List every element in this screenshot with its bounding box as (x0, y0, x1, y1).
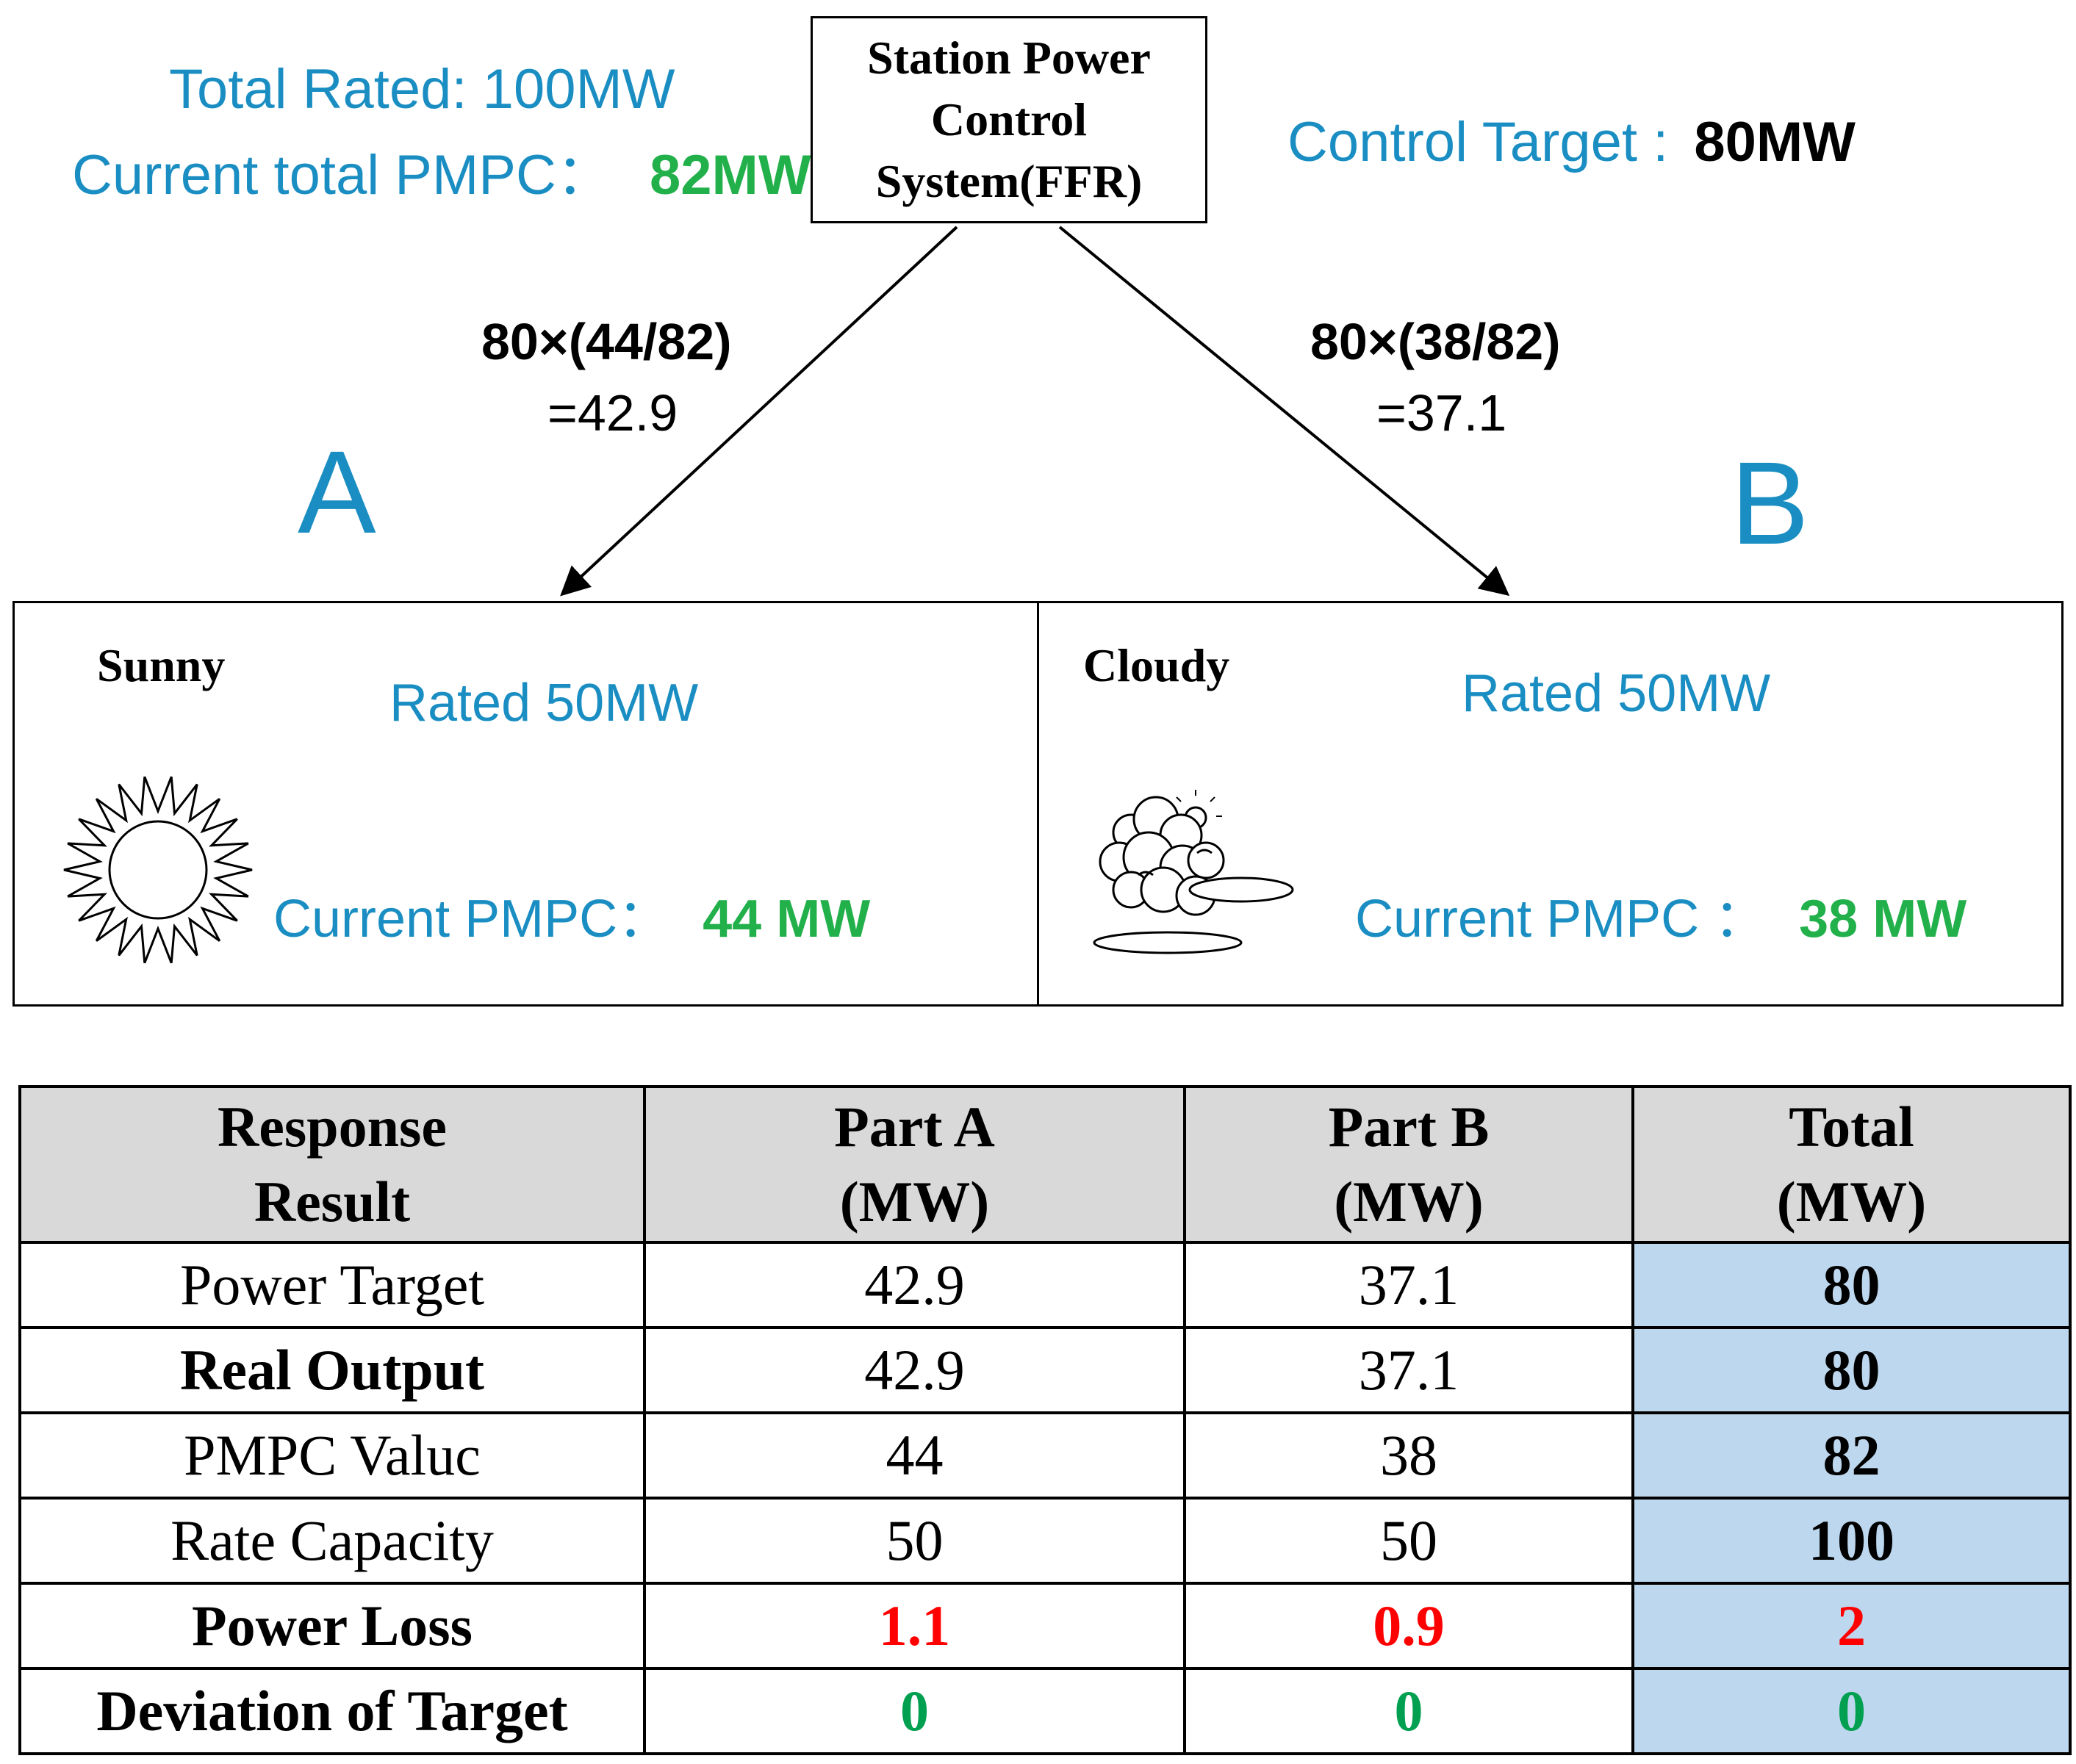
table-row: Power Loss 1.1 0.9 2 (18, 1582, 2072, 1670)
panel-a-pmpc: Current PMPC： 44 MW (273, 875, 870, 952)
part-a-cell: 42.9 (643, 1241, 1186, 1329)
panel-a-weather: Sunny (97, 639, 226, 691)
arrow-to-b (1058, 226, 1510, 597)
table-row: Deviation of Target 0 0 0 (18, 1667, 2072, 1755)
table-row: Power Target 42.9 37.1 80 (18, 1241, 2072, 1329)
part-b-cell: 37.1 (1183, 1326, 1634, 1414)
part-b-cell: 38 (1183, 1411, 1634, 1500)
control-target: Control Target : 80MW (1287, 110, 1856, 174)
label-b: B (1731, 437, 1809, 569)
panel-b-cloudy: Cloudy Rated 50MW Cu (1037, 601, 2064, 1007)
system-box-line2: Control (930, 93, 1088, 145)
row-label: PMPC Valuc (18, 1411, 646, 1500)
station-power-control-system-box: Station Power Control System(FFR) (811, 16, 1207, 223)
current-total-value: 82MW (650, 144, 811, 206)
part-b-cell: 0 (1183, 1667, 1634, 1755)
header-part-a: Part A(MW) (643, 1085, 1186, 1244)
total-cell: 80 (1631, 1241, 2072, 1329)
header-part-b: Part B(MW) (1183, 1085, 1634, 1244)
connector-arrows (560, 226, 1510, 597)
panel-b-weather: Cloudy (1083, 639, 1230, 691)
table-row: PMPC Valuc 44 38 82 (18, 1411, 2072, 1500)
left-result: =42.9 (547, 384, 678, 442)
table-row: Rate Capacity 50 50 100 (18, 1497, 2072, 1585)
right-result: =37.1 (1376, 384, 1507, 442)
row-label: Real Output (18, 1326, 646, 1414)
total-rated-label: Total Rated: 100MW (169, 58, 675, 120)
part-b-cell: 37.1 (1183, 1241, 1634, 1329)
total-cell: 100 (1631, 1497, 2072, 1585)
total-cell: 80 (1631, 1326, 2072, 1414)
panel-b-pmpc-label: Current PMPC ： (1355, 890, 1767, 948)
row-label: Rate Capacity (18, 1497, 646, 1585)
arrow-to-a (560, 226, 958, 597)
total-cell: 2 (1631, 1582, 2072, 1670)
system-box-line3: System(FFR) (875, 155, 1143, 207)
system-box-line1: Station Power (867, 32, 1151, 84)
part-b-cell: 0.9 (1183, 1582, 1634, 1670)
total-cell: 82 (1631, 1411, 2072, 1500)
current-total-pmpc: Current total PMPC： 82MW (72, 129, 811, 210)
panel-a-pmpc-value: 44 MW (703, 890, 871, 948)
left-formula: 80×(44/82) (481, 313, 732, 370)
current-total-label: Current total PMPC： (72, 144, 612, 206)
panel-a-rated: Rated 50MW (389, 674, 699, 732)
part-a-cell: 0 (643, 1667, 1186, 1755)
panel-a-pmpc-label: Current PMPC： (273, 890, 671, 948)
row-label: Deviation of Target (18, 1667, 646, 1755)
part-a-cell: 42.9 (643, 1326, 1186, 1414)
label-a: A (298, 426, 376, 558)
panel-b-pmpc-value: 38 MW (1799, 890, 1967, 948)
cloud-icon (1093, 790, 1294, 954)
control-target-label: Control Target : (1287, 111, 1669, 173)
part-b-cell: 50 (1183, 1497, 1634, 1585)
control-target-value: 80MW (1694, 111, 1856, 173)
table-row: Real Output 42.9 37.1 80 (18, 1326, 2072, 1414)
part-a-cell: 44 (643, 1411, 1186, 1500)
part-a-cell: 50 (643, 1497, 1186, 1585)
row-label: Power Target (18, 1241, 646, 1329)
header-total: Total(MW) (1631, 1085, 2072, 1244)
right-formula: 80×(38/82) (1310, 313, 1561, 370)
panel-b-pmpc: Current PMPC ： 38 MW (1355, 875, 1967, 952)
sun-icon (63, 776, 253, 964)
row-label: Power Loss (18, 1582, 646, 1670)
total-cell: 0 (1631, 1667, 2072, 1755)
part-a-cell: 1.1 (643, 1582, 1186, 1670)
panel-a-sunny: Sunny Rated 50MW Current PMPC： 44 MW (12, 601, 1039, 1007)
panel-b-rated: Rated 50MW (1462, 664, 1771, 723)
